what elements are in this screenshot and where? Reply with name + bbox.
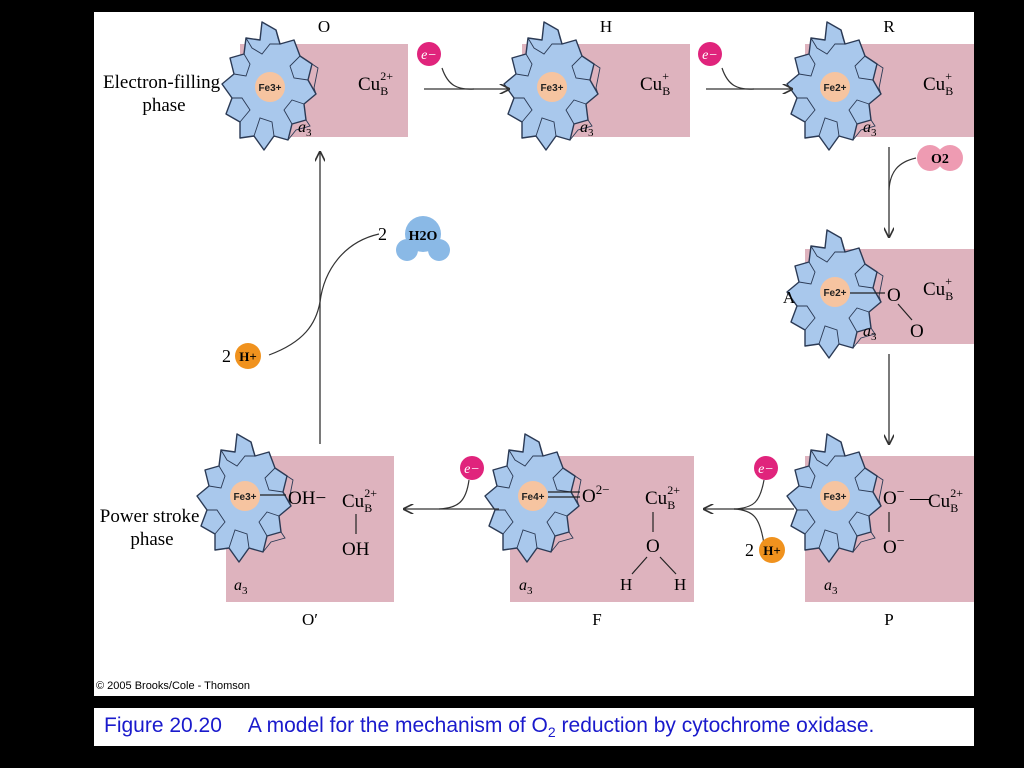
svg-text:H+: H+ (763, 543, 781, 558)
svg-text:e−: e− (758, 462, 774, 477)
phase-label-power-stroke: Power stroke phase (100, 506, 204, 550)
electron-icon: e− (417, 42, 441, 66)
electron-entry-curve (441, 67, 475, 90)
state-label-H: H (600, 17, 612, 36)
copper-label-P: CuB2+ (928, 486, 963, 515)
ligand-P-oxygen-2: O− (883, 534, 905, 558)
svg-text:Fe3+: Fe3+ (823, 492, 846, 503)
state-label-Oprime: O′ (302, 610, 318, 629)
o-o-bond-A (897, 303, 913, 321)
heme-label-A: a3 (863, 323, 877, 343)
state-label-R: R (883, 17, 895, 36)
iron-center-A: Fe2+ (820, 277, 850, 307)
water-molecule-icon: H2O (396, 216, 450, 261)
oxygen-molecule-icon: O2 (917, 145, 963, 171)
svg-text:O2: O2 (931, 152, 949, 167)
heme-label-Oprime: a3 (234, 577, 248, 597)
copper-label-F: CuB2+ (645, 483, 680, 512)
figure-caption: Figure 20.20 A model for the mechanism of… (94, 708, 974, 746)
svg-text:Fe2+: Fe2+ (823, 288, 846, 299)
iron-center-P: Fe3+ (820, 481, 850, 511)
ligand-P-bond: — (909, 488, 930, 509)
heme-label-H: a3 (580, 119, 594, 139)
electron-icon: e− (698, 42, 722, 66)
water-hydrogen-F-2: H (674, 575, 686, 594)
copper-label-Oprime: CuB2+ (342, 486, 377, 515)
hydroxide-Oprime: OH− (288, 488, 326, 509)
svg-text:e−: e− (464, 462, 480, 477)
electron-icon: e− (754, 456, 778, 480)
cu-ligand-Oprime: OH (342, 539, 370, 560)
copyright-notice: © 2005 Brooks/Cole - Thomson (96, 680, 250, 692)
water-count: 2 (378, 224, 387, 244)
water-hydrogen-F-1: H (620, 575, 632, 594)
svg-text:e−: e− (421, 48, 437, 63)
electron-icon: e− (460, 456, 484, 480)
electron-entry-curve (733, 479, 765, 510)
heme-label-O: a3 (298, 119, 312, 139)
figure-panel: Fe3+ Fe3+ Fe2+ Fe2+ Fe3+ Fe4+ Fe3+ O H R… (94, 12, 974, 696)
iron-center-O: Fe3+ (255, 72, 285, 102)
proton-entry-curve (733, 508, 765, 545)
proton-count: 2 (222, 346, 231, 366)
heme-label-R: a3 (863, 119, 877, 139)
state-label-A: A (783, 288, 796, 307)
oxo-F: O2− (582, 482, 610, 507)
state-label-O: O (318, 17, 330, 36)
svg-text:Fe2+: Fe2+ (823, 83, 846, 94)
iron-center-R: Fe2+ (820, 72, 850, 102)
oxygen-entry-curve (888, 157, 917, 191)
svg-text:Fe3+: Fe3+ (540, 83, 563, 94)
ligand-A-oxygen-2: O (910, 321, 924, 342)
svg-text:H+: H+ (239, 349, 257, 364)
state-label-F: F (592, 610, 601, 629)
mechanism-diagram: Fe3+ Fe3+ Fe2+ Fe2+ Fe3+ Fe4+ Fe3+ O H R… (96, 17, 974, 692)
copper-label-O: CuB2+ (358, 69, 393, 98)
electron-entry-curve (721, 67, 755, 90)
state-label-P: P (884, 610, 893, 629)
water-oxygen-F: O (646, 536, 660, 557)
ligand-A-oxygen-1: O (887, 285, 901, 306)
copper-label-A: CuB+ (923, 274, 953, 303)
ligand-P-oxygen-1: O− (883, 485, 905, 509)
svg-text:Fe3+: Fe3+ (258, 83, 281, 94)
svg-text:e−: e− (702, 48, 718, 63)
iron-center-Oprime: Fe3+ (230, 481, 260, 511)
caption-text: A model for the mechanism of O2 reductio… (247, 714, 875, 740)
heme-label-F: a3 (519, 577, 533, 597)
proton-icon: H+ (759, 537, 785, 563)
svg-text:Fe3+: Fe3+ (233, 492, 256, 503)
copper-label-R: CuB+ (923, 69, 953, 98)
figure-number: Figure 20.20 (104, 714, 222, 737)
proton-water-curve (268, 233, 380, 356)
copper-label-H: CuB+ (640, 69, 670, 98)
heme-label-P: a3 (824, 577, 838, 597)
svg-text:H2O: H2O (409, 229, 438, 244)
o-h-bond-F-1 (631, 556, 648, 575)
svg-text:Fe4+: Fe4+ (521, 492, 544, 503)
proton-count: 2 (745, 540, 754, 560)
iron-center-F: Fe4+ (518, 481, 548, 511)
o-h-bond-F-2 (659, 556, 677, 575)
iron-center-H: Fe3+ (537, 72, 567, 102)
phase-label-electron-filling: Electron-filling phase (103, 72, 225, 116)
proton-icon: H+ (235, 343, 261, 369)
electron-entry-curve (438, 479, 470, 510)
